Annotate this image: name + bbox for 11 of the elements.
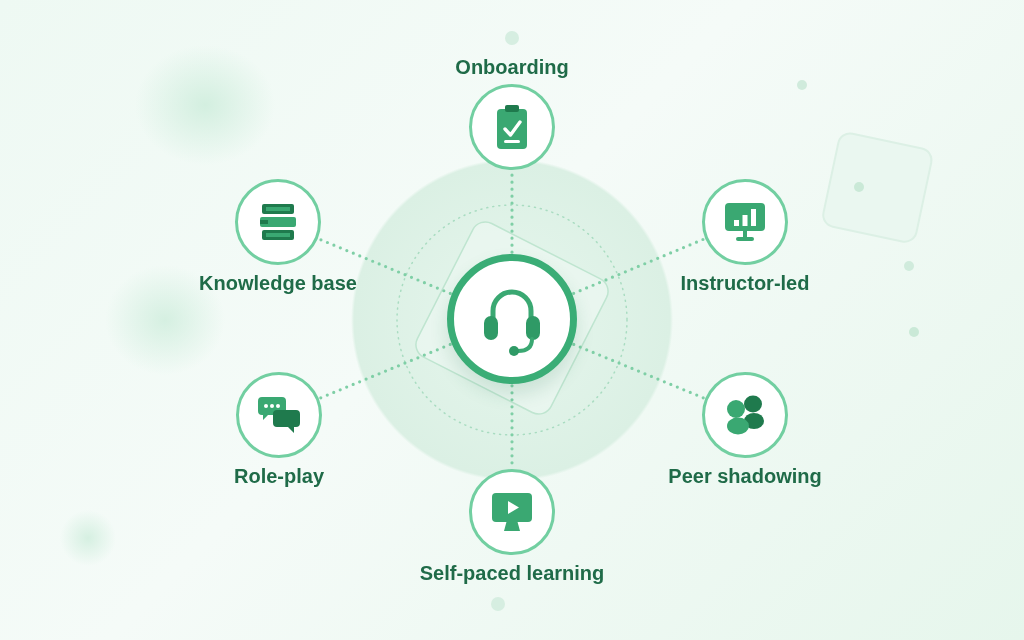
hub-circle <box>447 254 577 384</box>
node-label: Onboarding <box>455 55 569 80</box>
dotted-connector <box>318 342 452 400</box>
node-label: Self-paced learning <box>419 561 605 586</box>
dotted-connector <box>572 342 706 400</box>
node-label: Peer shadowing <box>668 464 822 489</box>
node-label: Instructor-led <box>680 271 810 296</box>
node-label: Knowledge base <box>199 271 357 296</box>
node-label: Role-play <box>234 464 324 489</box>
dotted-connector <box>572 237 706 295</box>
dotted-connector <box>317 237 452 296</box>
